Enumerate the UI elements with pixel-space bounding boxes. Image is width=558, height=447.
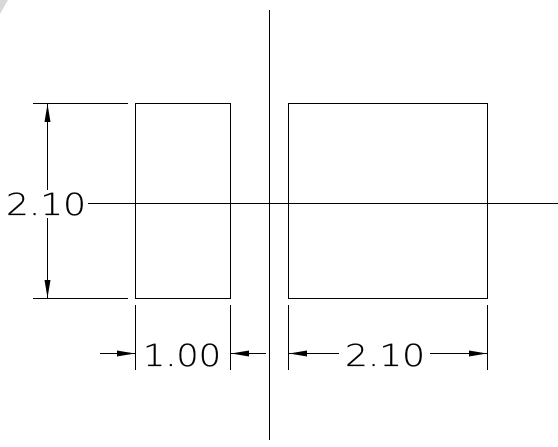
large-arrow-right [469, 350, 487, 357]
left-height-label: 2.10 [6, 188, 86, 223]
small-arrow-left [117, 350, 135, 357]
left-height-dimension: 2.10 [4, 103, 128, 299]
small-width-label: 1.00 [143, 339, 221, 374]
left-arrow-bottom [44, 280, 51, 298]
large-rectangle [288, 103, 488, 299]
left-label-mask [4, 190, 88, 218]
small-arrow-right [231, 350, 249, 357]
large-arrow-left [289, 350, 307, 357]
large-width-dimension: 2.10 [288, 305, 488, 374]
large-width-label: 2.10 [345, 339, 425, 374]
small-width-dimension: 1.00 [100, 305, 266, 374]
left-arrow-top [44, 104, 51, 122]
corner-artifact [0, 0, 8, 14]
small-rectangle [135, 103, 231, 299]
